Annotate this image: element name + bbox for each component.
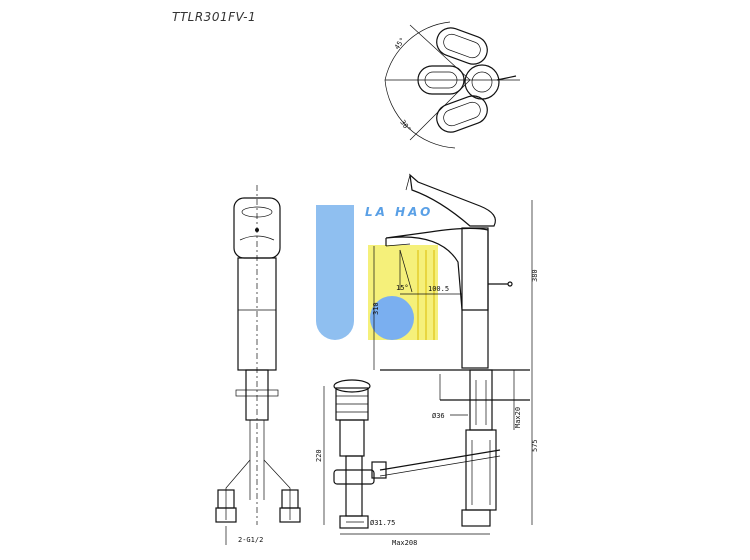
lift-rod-label: Max20 bbox=[514, 407, 522, 428]
drain-assembly: 220 Ø31.75 Max208 bbox=[315, 379, 490, 547]
angle-label-spout: 15° bbox=[396, 284, 409, 292]
drain-dia-label: Ø31.75 bbox=[370, 519, 395, 527]
drain-pivot bbox=[371, 461, 387, 479]
handle-position-lower bbox=[436, 95, 488, 133]
drain-bottom bbox=[339, 515, 369, 529]
handle-angle-line bbox=[405, 174, 411, 191]
drain-tailpiece bbox=[339, 419, 365, 457]
side-supply bbox=[465, 429, 497, 511]
side-handle-lever bbox=[409, 173, 496, 227]
side-supply-nut bbox=[461, 509, 491, 527]
angle-label-side: 30° bbox=[398, 119, 412, 134]
front-hose-left bbox=[225, 459, 251, 520]
front-nut-right bbox=[279, 507, 301, 523]
spout-underside bbox=[385, 243, 411, 247]
handle-inner-center bbox=[424, 71, 458, 89]
drain-height-label: 220 bbox=[315, 449, 323, 462]
handle-position-upper bbox=[436, 27, 488, 65]
spout-body-circle bbox=[464, 64, 500, 100]
rotation-arc-lower bbox=[384, 79, 456, 149]
top-view: 45° 30° bbox=[384, 21, 520, 149]
reach-label: 100.5 bbox=[428, 285, 449, 293]
front-washer bbox=[235, 389, 279, 397]
watermark-logo: LA HAO bbox=[316, 205, 438, 340]
spout-height-label: 310 bbox=[372, 302, 380, 315]
thread-label: 2-G1/2 bbox=[238, 536, 263, 544]
flow-angle-line bbox=[399, 249, 413, 293]
rotation-arc-upper bbox=[384, 21, 451, 81]
watermark-text: LA HAO bbox=[365, 205, 433, 219]
lift-rod-top bbox=[496, 75, 517, 81]
body-length-label: 575 bbox=[531, 439, 539, 452]
drain-cap bbox=[333, 379, 371, 393]
drain-pipe bbox=[345, 455, 363, 517]
lift-rod-knob bbox=[507, 281, 513, 287]
spout-inner-circle bbox=[471, 71, 493, 93]
front-view: 2-G1/2 bbox=[215, 185, 301, 545]
max-width-label: Max208 bbox=[392, 539, 417, 547]
side-view: 15° 100.5 310 380 Max20 575 Ø36 bbox=[372, 173, 539, 527]
front-shank bbox=[245, 369, 269, 421]
side-body bbox=[461, 227, 489, 369]
handle-inner-upper bbox=[443, 33, 481, 59]
handle-inner-lower bbox=[443, 101, 481, 127]
front-hose-right bbox=[263, 459, 291, 520]
watermark-blue-dot bbox=[370, 296, 414, 340]
drawing-title: TTLR301FV-1 bbox=[172, 10, 257, 24]
watermark-blue-top bbox=[316, 205, 354, 300]
angle-label-top: 45° bbox=[393, 36, 407, 51]
drain-link-rod bbox=[379, 449, 501, 471]
handle-position-center bbox=[417, 65, 465, 95]
drain-link-rod-2 bbox=[379, 455, 501, 477]
hole-label: Ø36 bbox=[432, 412, 445, 420]
front-nut-left bbox=[215, 507, 237, 523]
overall-height-label: 380 bbox=[531, 269, 539, 282]
drain-nut bbox=[333, 469, 375, 485]
